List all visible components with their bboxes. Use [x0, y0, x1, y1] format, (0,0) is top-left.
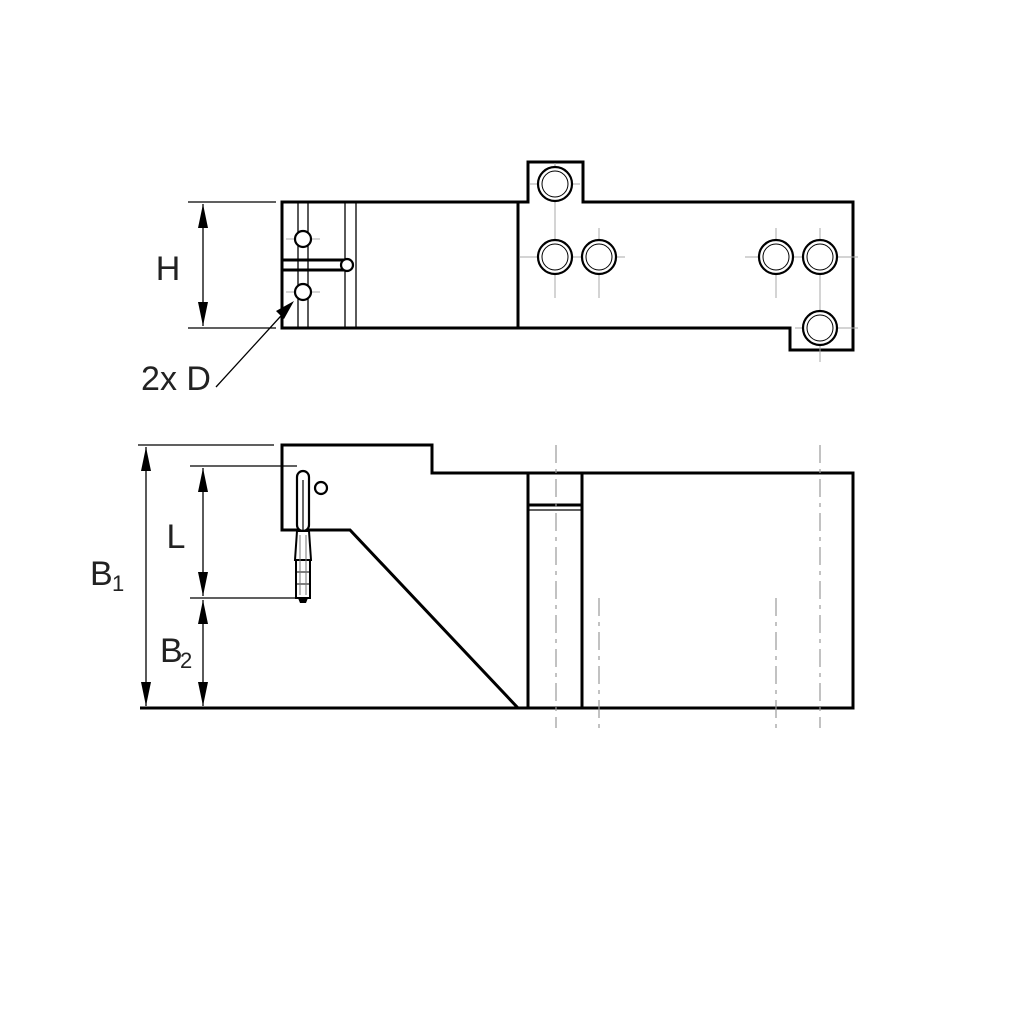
label-b1: B — [90, 555, 113, 593]
dimension-b2: B 2 — [160, 600, 208, 706]
dimension-h: H — [156, 201, 276, 329]
side-mount-block — [526, 471, 584, 710]
label-2x-d: 2x D — [141, 360, 211, 398]
dimension-l: L — [167, 465, 298, 599]
dimension-b1: B 1 — [90, 444, 274, 706]
top-view-outline — [280, 160, 855, 352]
mounting-hole — [530, 163, 580, 298]
label-b2: B — [160, 632, 183, 670]
side-view: L B 2 B 1 — [90, 443, 855, 728]
mounting-hole — [795, 309, 858, 347]
top-view: H 2x D — [141, 160, 858, 398]
dimension-diameter: 2x D — [141, 301, 294, 398]
mounting-hole — [745, 228, 800, 298]
label-b2-sub: 2 — [180, 648, 192, 673]
mounting-hole — [575, 228, 625, 298]
label-b1-sub: 1 — [112, 571, 124, 596]
clamp-hole — [286, 282, 320, 302]
label-h: H — [156, 250, 181, 288]
mounting-hole — [520, 238, 585, 276]
clamp-hole — [286, 229, 320, 249]
clamp-screw — [293, 469, 313, 603]
side-view-outline — [280, 443, 855, 710]
side-pin-hole — [313, 480, 329, 496]
slit-relief-hole — [339, 257, 355, 273]
label-l: L — [167, 518, 186, 556]
